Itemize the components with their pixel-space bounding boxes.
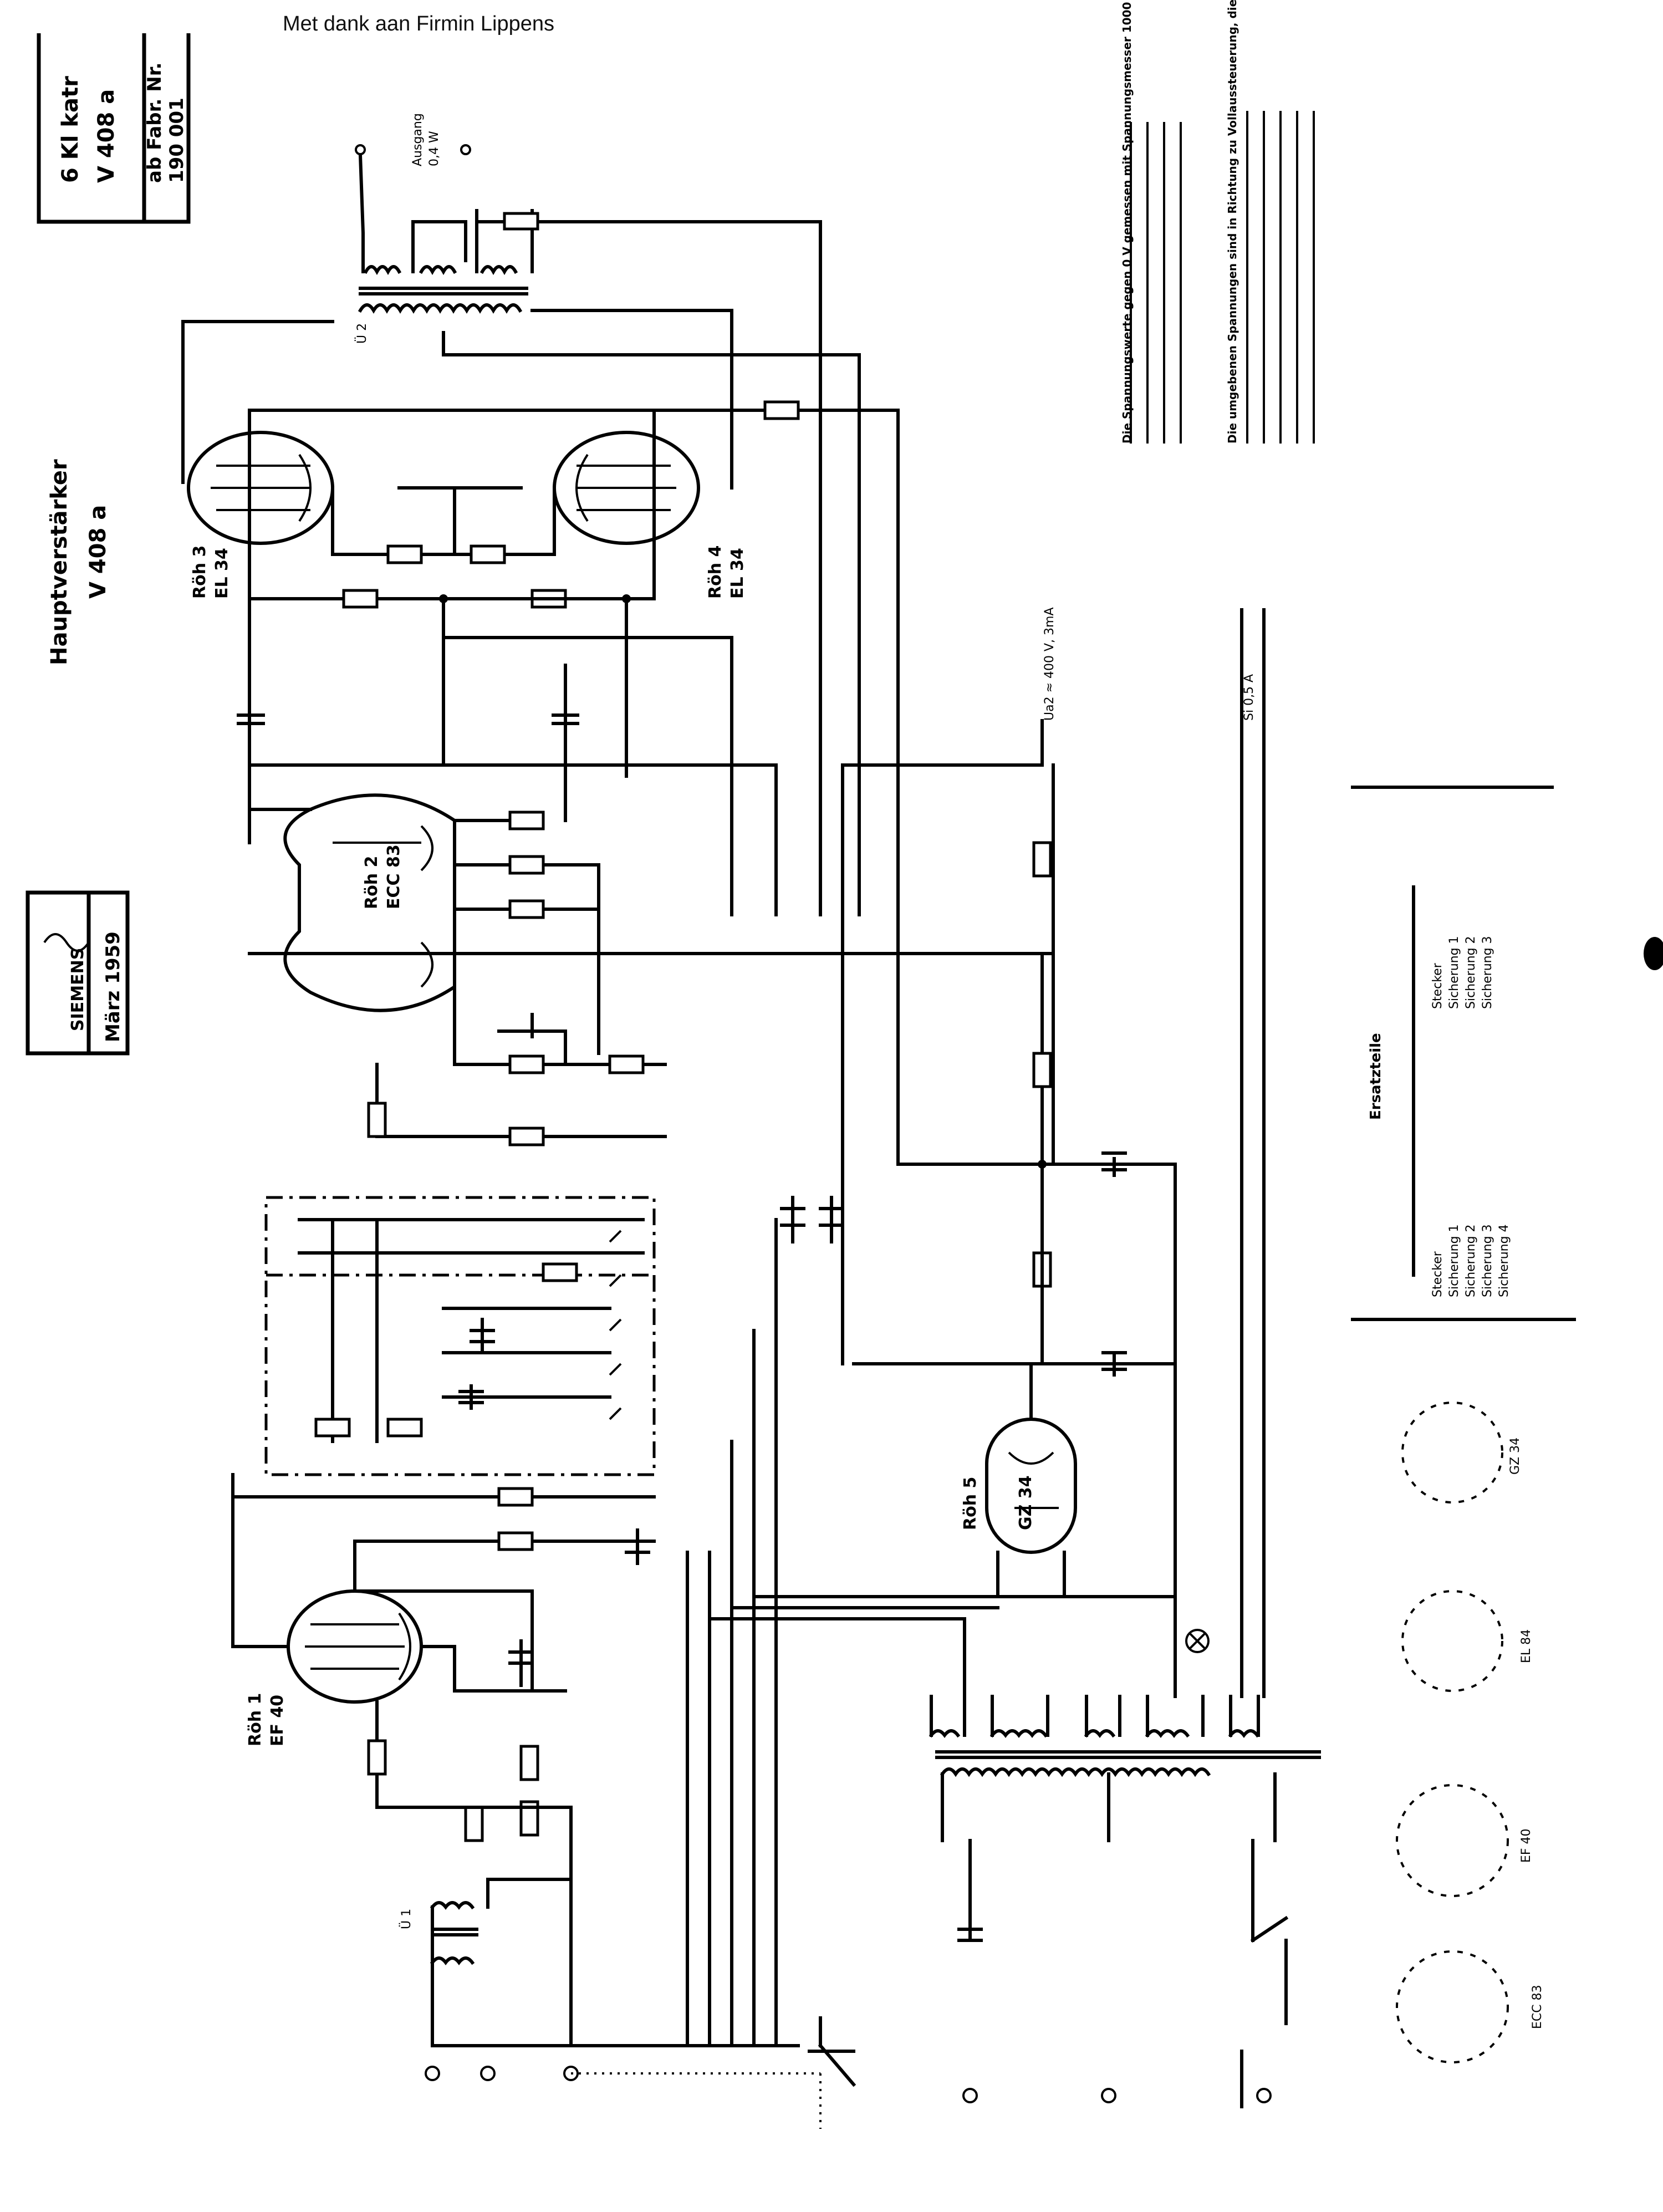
table-left-0: Stecker [1431, 1251, 1445, 1297]
tube-2-id: Röh 2 [362, 856, 381, 909]
replacement-parts-table: Ersatzteile Stecker Sicherung 1 Sicherun… [1351, 786, 1576, 1321]
tube-4-id: Röh 4 [706, 546, 725, 599]
tube-1-type: EF 40 [268, 1695, 287, 1746]
table-right-2: Sicherung 2 [1464, 936, 1478, 1009]
table-right-0: Stecker [1431, 962, 1445, 1009]
socket-label-0: GZ 34 [1508, 1438, 1522, 1475]
table-left-2: Sicherung 2 [1464, 1224, 1478, 1297]
power-rail-label: Ua2 ≈ 400 V, 3mA [1043, 608, 1057, 721]
input-transformer: Ü 1 [399, 1878, 573, 2047]
input-selector-area [264, 1196, 656, 1476]
table-left-4: Sicherung 4 [1497, 1224, 1511, 1297]
title-serial-2: 190 001 [166, 98, 188, 183]
title-block-top: 6 Kl katr V 408 a ab Fabr. Nr. 190 001 [37, 33, 191, 224]
title-block-brand: SIEMENS März 1959 [25, 890, 130, 1056]
tube-rohr-2: Röh 2 ECC 83 [283, 793, 456, 1012]
table-right-3: Sicherung 3 [1481, 936, 1494, 1009]
tube-rohr-3: Röh 3 EL 34 [187, 431, 334, 599]
title-model: V 408 a [94, 89, 119, 183]
tube-rohr-4: Röh 4 EL 34 [553, 431, 747, 599]
table-left-3: Sicherung 3 [1481, 1224, 1494, 1297]
tube-rohr-5: Röh 5 GZ 34 [961, 1418, 1077, 1554]
punch-hole [1644, 937, 1663, 970]
table-heading: Ersatzteile [1368, 1033, 1384, 1120]
output-transformer: Ü 2 Ausgang 0,4 W [355, 113, 822, 344]
tube-1-id: Röh 1 [246, 1693, 265, 1746]
fuse-label: Si 0,5 A [1242, 674, 1256, 721]
tube-3-type: EL 34 [212, 548, 232, 599]
title-block-mid: Hauptverstärker V 408 a [47, 459, 111, 665]
input-transformer-label: Ü 1 [399, 1909, 414, 1929]
amplifier-model: V 408 a [85, 505, 111, 599]
output-label-1: Ausgang [411, 113, 425, 166]
tube-5-type: GZ 34 [1016, 1475, 1035, 1530]
socket-label-2: EF 40 [1519, 1828, 1533, 1863]
note-2: Die umgebenen Spannungen sind in Richtun… [1226, 0, 1239, 444]
tube-socket-views: GZ 34 EL 84 EF 40 ECC 83 [1396, 1401, 1544, 2063]
filter-capacitors [780, 1151, 1177, 1377]
credit-caption: Met dank aan Firmin Lippens [283, 12, 555, 35]
tube-2-type: ECC 83 [384, 844, 404, 909]
tube-5-id: Röh 5 [961, 1477, 980, 1530]
socket-label-3: ECC 83 [1531, 1985, 1544, 2029]
table-left-1: Sicherung 1 [1447, 1224, 1461, 1297]
brand-name: SIEMENS [68, 948, 88, 1031]
tube-rohr-1: Röh 1 EF 40 [246, 1589, 423, 1746]
amplifier-name: Hauptverstärker [47, 459, 72, 665]
tube-3-id: Röh 3 [190, 546, 210, 599]
title-serial-1: ab Fabr. Nr. [144, 62, 166, 183]
output-label-2: 0,4 W [427, 131, 441, 166]
output-transformer-label: Ü 2 [355, 323, 369, 344]
tube-4-type: EL 34 [728, 548, 747, 599]
socket-label-1: EL 84 [1519, 1629, 1533, 1663]
power-transformer [929, 1695, 1321, 1842]
title-product: 6 Kl katr [58, 76, 83, 183]
table-right-1: Sicherung 1 [1447, 936, 1461, 1009]
brand-logo [43, 933, 90, 952]
drawing-date: März 1959 [102, 931, 124, 1042]
